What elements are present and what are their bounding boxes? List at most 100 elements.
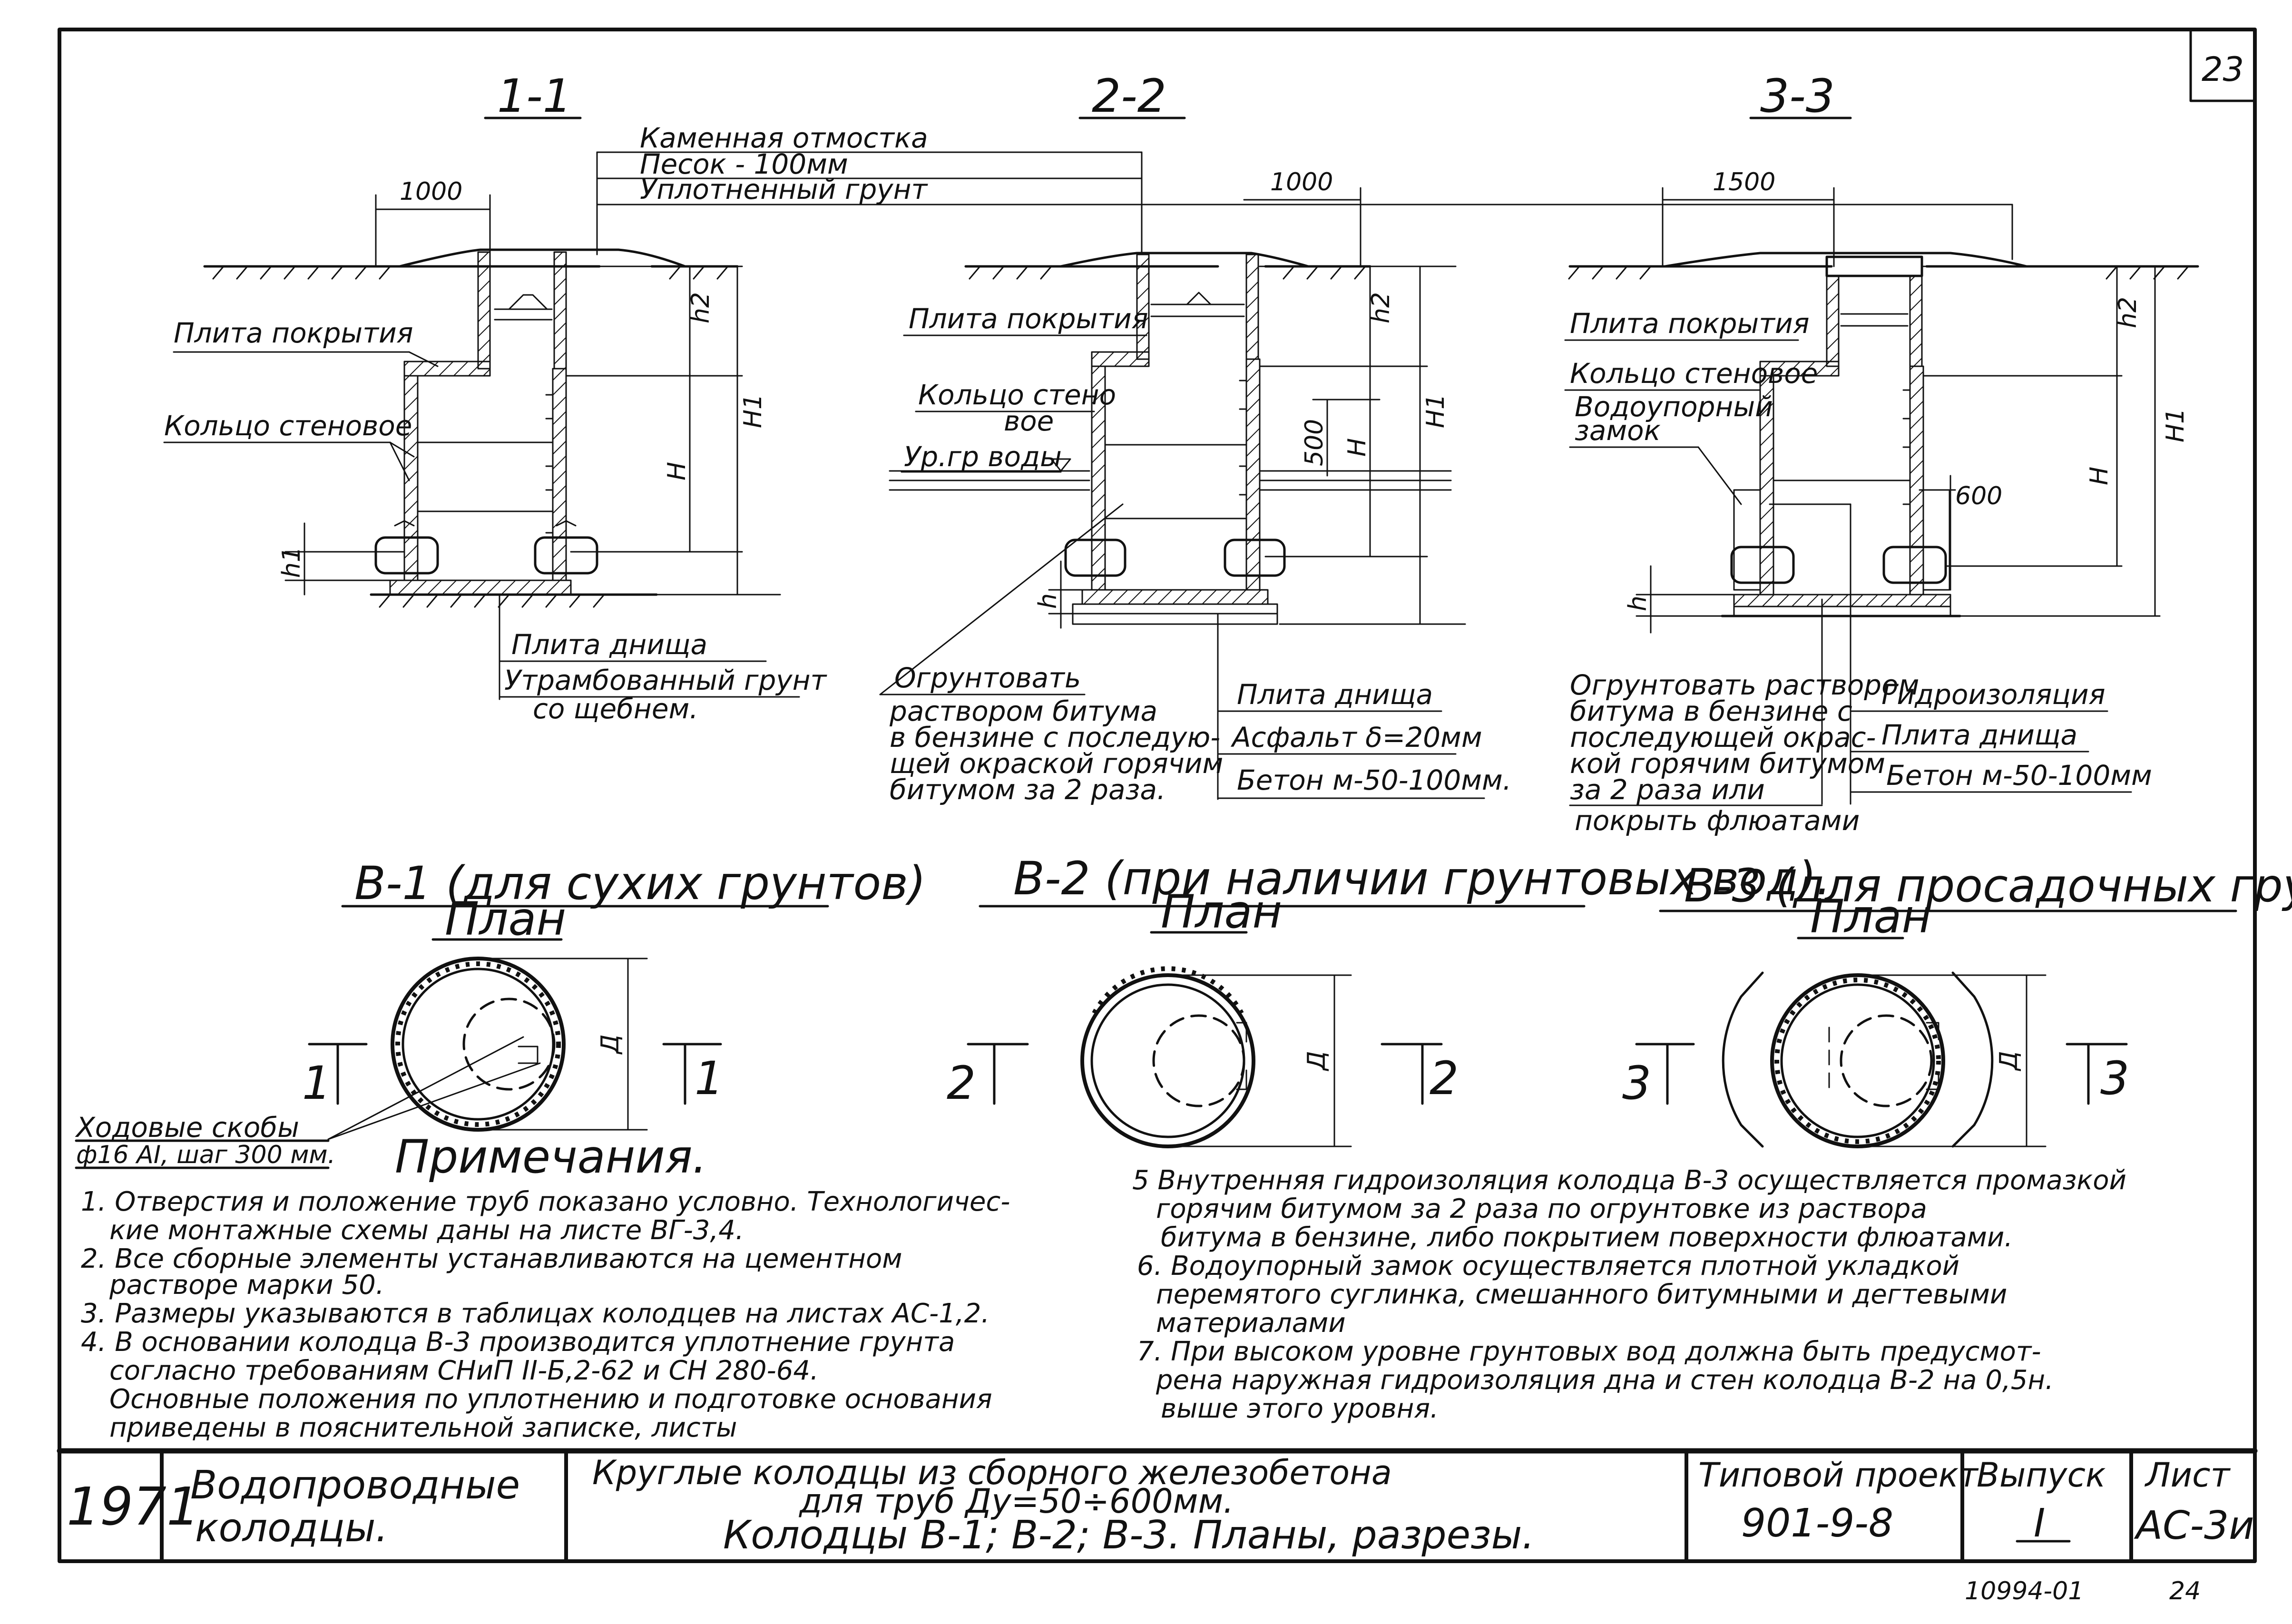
dim-h: h	[1624, 596, 1652, 611]
footer-page: 24	[2169, 1577, 2201, 1605]
stamp-vyp-value: I	[2034, 1501, 2045, 1546]
note-right-7: рена наружная гидроизоляция дна и стен к…	[1156, 1365, 2054, 1396]
dim-h1: h1	[277, 547, 306, 578]
label-plita-dnishcha: Плита днища	[511, 628, 707, 661]
stamp-name-1: Водопроводные	[190, 1463, 520, 1508]
plan-title: В-2 (при наличии грунтовых вод).	[1013, 852, 1831, 905]
note-right-2: битума в бензине, либо покрытием поверхн…	[1161, 1222, 2013, 1253]
note-left-8: приведены в пояснительной записке, листы	[109, 1412, 737, 1443]
stamp-tip-value: 901-9-8	[1741, 1501, 1893, 1546]
note-left-2: 2. Все сборные элементы устанавливаются …	[81, 1243, 902, 1274]
label-ogruntovat-1: Огрунтовать раствором	[1570, 669, 1919, 701]
dim-H: H	[1343, 438, 1371, 457]
note-right-3: 6. Водоупорный замок осуществляется плот…	[1137, 1251, 1959, 1282]
label-ogruntovat-2: битума в бензине с	[1570, 695, 1852, 727]
cut-left-label: 1	[302, 1057, 331, 1110]
label-utramb-2: со щебнем.	[533, 693, 698, 725]
note-left-0: 1. Отверстия и положение труб показано у…	[81, 1186, 1010, 1217]
note-right-0: 5 Внутренняя гидроизоляция колодца В-3 о…	[1132, 1165, 2126, 1196]
dim-H: H	[663, 462, 691, 480]
note-left-1: кие монтажные схемы даны на листе ВГ-3,4…	[109, 1215, 744, 1246]
dim-D: Д	[596, 1034, 625, 1055]
section-2-2: 2-2	[879, 69, 1511, 806]
dim-D: Д	[1995, 1051, 2023, 1071]
cut-left-label: 2	[947, 1057, 976, 1110]
section-title: 2-2	[1092, 69, 1166, 123]
section-title: 1-1	[497, 69, 572, 123]
dim-H1: H1	[2161, 408, 2190, 442]
title-block: 1971 Водопроводные колодцы. Круглые коло…	[57, 1448, 2258, 1563]
note-right-6: 7. При высоком уровне грунтовых вод долж…	[1137, 1336, 2041, 1367]
cut-right-label: 3	[2100, 1052, 2129, 1105]
plan-title: В-1 (для сухих грунтов)	[354, 857, 926, 910]
note-left-5: 4. В основании колодца В-3 производится …	[81, 1327, 955, 1358]
dim-H1: H1	[739, 394, 767, 428]
stamp-desc-1: Круглые колодцы из сборного железобетона	[592, 1453, 1392, 1492]
dim-width: 1500	[1713, 168, 1775, 196]
sheet-frame: 23	[58, 28, 2257, 1563]
label-ogruntovat-4: кой горячим битумом	[1570, 747, 1885, 780]
label-ogruntovat-5: битумом за 2 раза.	[890, 773, 1166, 806]
dim-h2: h2	[686, 292, 715, 323]
section-1-1: 1-1	[163, 69, 828, 725]
note-right-4: перемятого суглинка, смешанного битумным…	[1156, 1279, 2007, 1310]
label-koltso-stenovoe: Кольцо стеновое	[1570, 357, 1818, 390]
note-left-6: согласно требованиям СНиП II-Б,2-62 и СН…	[109, 1355, 819, 1386]
note-right-8: выше этого уровня.	[1161, 1393, 1439, 1424]
label-kamennaya-otmostka: Каменная отмостка	[640, 122, 928, 154]
label-ogruntovat: Огрунтовать	[894, 662, 1081, 694]
common-leader-labels: Каменная отмостка Песок - 100мм Уплотнен…	[596, 122, 2013, 260]
skoby-label: Ходовые скобы ф16 АI, шаг 300 мм.	[75, 1111, 335, 1169]
label-ogruntovat-6: покрыть флюатами	[1575, 804, 1860, 837]
label-ogruntovat-3: в бензине с последую-	[890, 721, 1220, 753]
skoby-line2: ф16 АI, шаг 300 мм.	[76, 1141, 335, 1169]
plan-v2: В-2 (при наличии грунтовых вод). План Д …	[947, 852, 1831, 1148]
dim-H1: H1	[1421, 394, 1450, 428]
label-asfalt: Асфальт δ=20мм	[1230, 721, 1482, 753]
label-plita-pokrytiya: Плита покрытия	[1570, 307, 1810, 340]
label-koltso-1: Кольцо стено	[918, 379, 1116, 411]
label-koltso-stenovoe: Кольцо стеновое	[164, 410, 412, 442]
stamp-vyp-label: Выпуск	[1977, 1456, 2106, 1495]
stamp-tip-label: Типовой проект	[1698, 1456, 1979, 1495]
stamp-year: 1971	[67, 1476, 200, 1537]
note-left-4: 3. Размеры указываются в таблицах колодц…	[81, 1298, 989, 1329]
label-utramb-1: Утрамбованный грунт	[504, 664, 828, 696]
cut-left-label: 3	[1622, 1057, 1651, 1110]
plan-v1: В-1 (для сухих грунтов) План Д 1 1	[302, 857, 926, 1140]
stamp-desc-3: Колодцы В-1; В-2; В-3. Планы, разрезы.	[723, 1513, 1534, 1558]
stamp-name-2: колодцы.	[195, 1506, 388, 1551]
plan-subtitle: План	[445, 892, 566, 946]
note-right-1: горячим битумом за 2 раза по огрунтовке …	[1156, 1194, 1927, 1224]
dim-H: H	[2085, 467, 2114, 485]
cut-right-label: 2	[1430, 1052, 1459, 1105]
note-right-5: материалами	[1156, 1308, 1346, 1339]
label-beton: Бетон м-50-100мм.	[1237, 764, 1511, 796]
dim-h2: h2	[2114, 297, 2142, 328]
section-title: 3-3	[1760, 69, 1835, 123]
skoby-line1: Ходовые скобы	[75, 1111, 299, 1144]
stamp-list-label: Лист	[2144, 1456, 2231, 1495]
label-ogruntovat-4: щей окраской горячим	[890, 747, 1223, 780]
note-left-7: Основные положения по уплотнению и подго…	[109, 1384, 992, 1415]
notes: Примечания. 1. Отверстия и положение тру…	[81, 1130, 2126, 1443]
footer: 10994-01 24	[1965, 1577, 2201, 1605]
plan-subtitle: План	[1810, 890, 1931, 943]
label-pesok: Песок - 100мм	[640, 148, 848, 180]
label-ogruntovat-5: за 2 раза или	[1570, 773, 1765, 806]
dim-width: 1000	[1270, 168, 1333, 196]
dim-width: 1000	[400, 177, 462, 206]
label-plita-pokrytiya: Плита покрытия	[174, 317, 413, 349]
label-plita-dnishcha: Плита днища	[1881, 719, 2077, 751]
cut-right-label: 1	[695, 1052, 724, 1105]
dim-h: h	[1034, 593, 1062, 609]
label-vodoupornyi-1: Водоупорный	[1575, 391, 1773, 423]
label-koltso-2: вое	[1004, 405, 1054, 437]
label-beton: Бетон м-50-100мм	[1886, 759, 2152, 792]
section-3-3: 3-3	[1564, 69, 2199, 837]
label-ur-vody: Ур.гр воды	[904, 440, 1062, 473]
label-plita-pokrytiya: Плита покрытия	[909, 303, 1148, 335]
plan-subtitle: План	[1161, 885, 1282, 939]
footer-inv: 10994-01	[1965, 1577, 2084, 1605]
label-ogruntovat-3: последующей окрас-	[1570, 721, 1876, 753]
